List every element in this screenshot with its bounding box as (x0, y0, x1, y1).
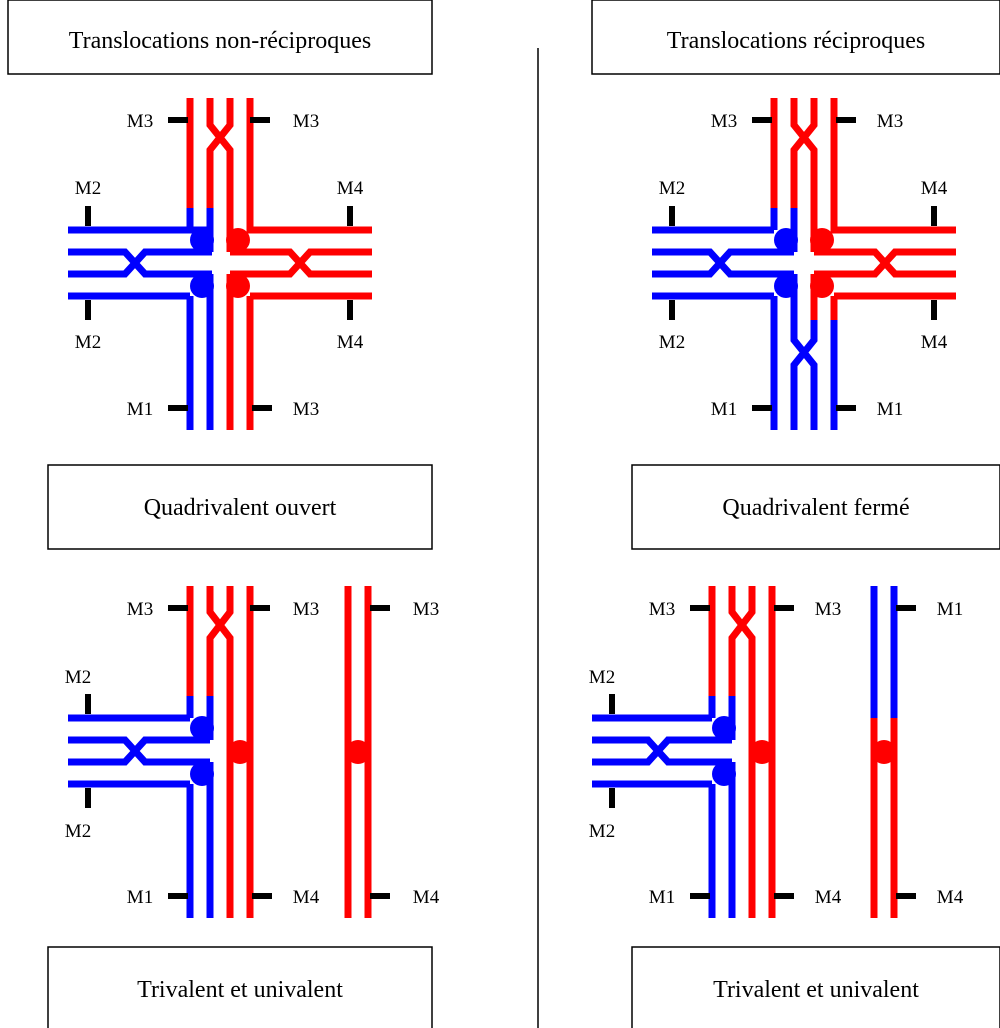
left-tri-caption-box (47, 946, 433, 1028)
right-tri-caption-box (631, 946, 1000, 1028)
marker-label: M2 (589, 667, 615, 688)
marker-label: M4 (921, 178, 948, 199)
marker-label: M3 (711, 111, 737, 132)
chromatid (814, 248, 956, 278)
chromatid (246, 98, 372, 234)
marker-label: M2 (589, 821, 615, 842)
blue-chromosome (68, 696, 214, 918)
blue-centromere (712, 716, 736, 740)
blue-chromosome (870, 586, 898, 718)
marker-label: M3 (293, 399, 319, 420)
marker-label: M3 (293, 111, 319, 132)
marker-label: M3 (127, 599, 153, 620)
marker-label: M4 (937, 887, 964, 908)
red-centromere (810, 228, 834, 252)
marker-label: M4 (413, 887, 440, 908)
red-centromere (226, 274, 250, 298)
right-quad-caption: Quadrivalent fermé (722, 495, 909, 521)
chromatid (68, 248, 212, 278)
red-centromere (810, 274, 834, 298)
chromatid (592, 736, 732, 766)
marker-label: M2 (659, 332, 685, 353)
right-heading-box (591, 0, 1000, 75)
red-centromere (346, 740, 370, 764)
blue-centromere (190, 274, 214, 298)
chromatid (652, 248, 794, 278)
right-tri-caption: Trivalent et univalent (713, 977, 919, 1003)
blue-centromere (774, 274, 798, 298)
marker-label: M4 (815, 887, 842, 908)
marker-label: M2 (65, 821, 91, 842)
marker-label: M3 (877, 111, 903, 132)
right-univalent: M1 M4 (870, 586, 964, 918)
marker-label: M1 (937, 599, 963, 620)
marker-label: M1 (127, 887, 153, 908)
blue-centromere (774, 228, 798, 252)
left-heading-box (7, 0, 433, 75)
marker-label: M2 (659, 178, 685, 199)
marker-label: M1 (711, 399, 737, 420)
marker-label: M1 (649, 887, 675, 908)
blue-chromosome (652, 208, 838, 430)
marker-label: M3 (127, 111, 153, 132)
left-heading: Translocations non-réciproques (69, 28, 371, 54)
right-quadrivalent: M3 M3 M2 M4 M2 M4 M1 M1 (652, 98, 956, 430)
blue-centromere (190, 716, 214, 740)
blue-centromere (712, 762, 736, 786)
chromatid (790, 320, 818, 430)
marker-label: M3 (413, 599, 439, 620)
marker-label: M4 (921, 332, 948, 353)
chromatid (728, 586, 756, 696)
red-chromosome (770, 98, 956, 320)
marker-label: M2 (75, 178, 101, 199)
chromatid (68, 736, 210, 766)
chromatid (230, 248, 372, 278)
left-quad-caption-box (47, 464, 433, 550)
left-univalent: M3 M4 (344, 586, 440, 918)
marker-label: M4 (293, 887, 320, 908)
blue-centromere (190, 762, 214, 786)
blue-chromosome (68, 208, 214, 430)
marker-label: M4 (337, 178, 364, 199)
marker-label: M2 (65, 667, 91, 688)
marker-label: M3 (293, 599, 319, 620)
marker-label: M1 (127, 399, 153, 420)
red-centromere (750, 740, 774, 764)
red-chromosome (186, 98, 372, 430)
left-tri-caption: Trivalent et univalent (137, 977, 343, 1003)
right-quad-caption-box (631, 464, 1000, 550)
right-trivalent: M3 M3 M2 M2 M1 M4 (589, 586, 842, 918)
left-quadrivalent: M3 M3 M2 M4 M2 M4 M1 M3 (68, 98, 372, 430)
red-centromere (228, 740, 252, 764)
marker-label: M2 (75, 332, 101, 353)
marker-label: M3 (815, 599, 841, 620)
right-heading: Translocations réciproques (667, 28, 925, 54)
chromatid (830, 98, 956, 234)
marker-label: M3 (649, 599, 675, 620)
left-quad-caption: Quadrivalent ouvert (144, 495, 337, 521)
marker-label: M4 (337, 332, 364, 353)
left-trivalent: M3 M3 M2 M2 M1 M4 (65, 586, 320, 918)
chromatid (206, 586, 234, 696)
chromatid (790, 98, 818, 208)
chromatid (206, 98, 234, 208)
blue-centromere (190, 228, 214, 252)
red-centromere (226, 228, 250, 252)
marker-label: M1 (877, 399, 903, 420)
red-centromere (872, 740, 896, 764)
